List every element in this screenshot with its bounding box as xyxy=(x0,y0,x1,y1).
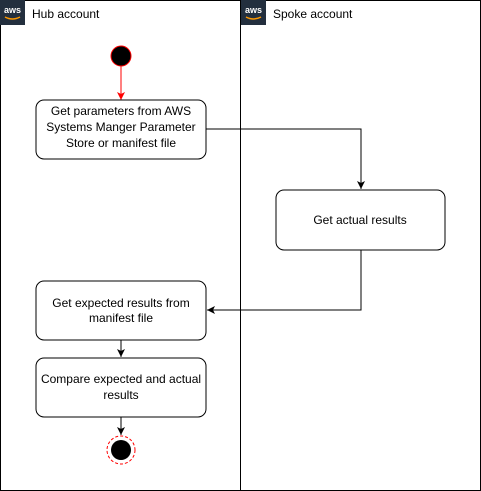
aws-logo-text: aws xyxy=(245,5,262,15)
node-get-actual-line-1: Get actual results xyxy=(313,213,406,227)
node-get-expected: Get expected results from manifest file xyxy=(35,280,207,341)
aws-logo-bg xyxy=(0,0,25,25)
node-compare-line-1: Compare expected and actual xyxy=(41,372,201,386)
node-compare: Compare expected and actual results xyxy=(35,357,207,418)
aws-logo-bg xyxy=(241,0,266,25)
end-node xyxy=(106,435,136,465)
node-get-expected-line-2: manifest file xyxy=(89,311,153,325)
lane-title-spoke: Spoke account xyxy=(273,7,353,21)
node-get-parameters-line-1: Get parameters from AWS xyxy=(51,104,191,118)
node-get-parameters-line-3: Store or manifest file xyxy=(66,136,176,150)
arrow-actual-to-expected xyxy=(207,250,362,314)
lane-title-hub: Hub account xyxy=(32,7,100,21)
node-get-expected-line-1: Get expected results from xyxy=(52,296,189,310)
arrow-params-to-actual xyxy=(206,128,365,189)
node-get-parameters: Get parameters from AWS Systems Manger P… xyxy=(35,99,207,160)
end-node-core xyxy=(111,440,131,460)
end-node-ring xyxy=(106,435,136,465)
aws-logo-icon: aws xyxy=(241,0,266,25)
aws-logo-text: aws xyxy=(4,5,21,15)
aws-logo-smile xyxy=(4,16,21,20)
start-node xyxy=(110,45,132,67)
node-get-actual: Get actual results xyxy=(275,189,446,251)
aws-logo-icon: aws xyxy=(0,0,25,25)
node-compare-line-2: results xyxy=(103,388,138,402)
node-get-parameters-line-2: Systems Manger Parameter xyxy=(46,120,195,134)
aws-logo-smile xyxy=(245,16,262,20)
